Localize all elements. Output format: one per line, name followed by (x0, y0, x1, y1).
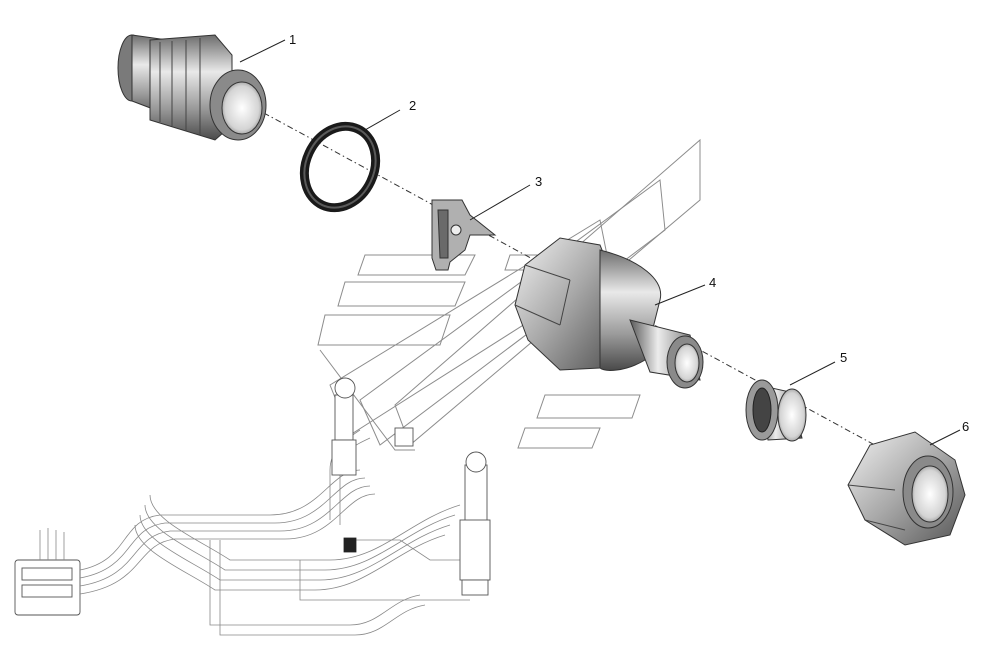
callout-5: 5 (840, 350, 847, 365)
leader-3 (469, 184, 531, 221)
leader-4 (654, 284, 706, 306)
part-5-bushing (745, 379, 807, 442)
callout-4: 4 (709, 275, 716, 290)
callout-1: 1 (289, 32, 296, 47)
part-3-lock-plate (431, 199, 497, 271)
callout-3: 3 (535, 174, 542, 189)
leader-6 (929, 429, 961, 446)
part-2-o-ring (299, 121, 381, 213)
callout-6: 6 (962, 419, 969, 434)
part-1-union-fitting (117, 34, 267, 141)
leader-2 (364, 109, 401, 131)
part-4-hex-adapter (514, 237, 704, 389)
part-6-hex-nut (847, 431, 966, 546)
leader-1 (239, 39, 286, 63)
leader-5 (789, 361, 836, 386)
callout-2: 2 (409, 98, 416, 113)
leader-lines (239, 39, 961, 446)
hydraulic-assembly-drawing (14, 377, 491, 636)
